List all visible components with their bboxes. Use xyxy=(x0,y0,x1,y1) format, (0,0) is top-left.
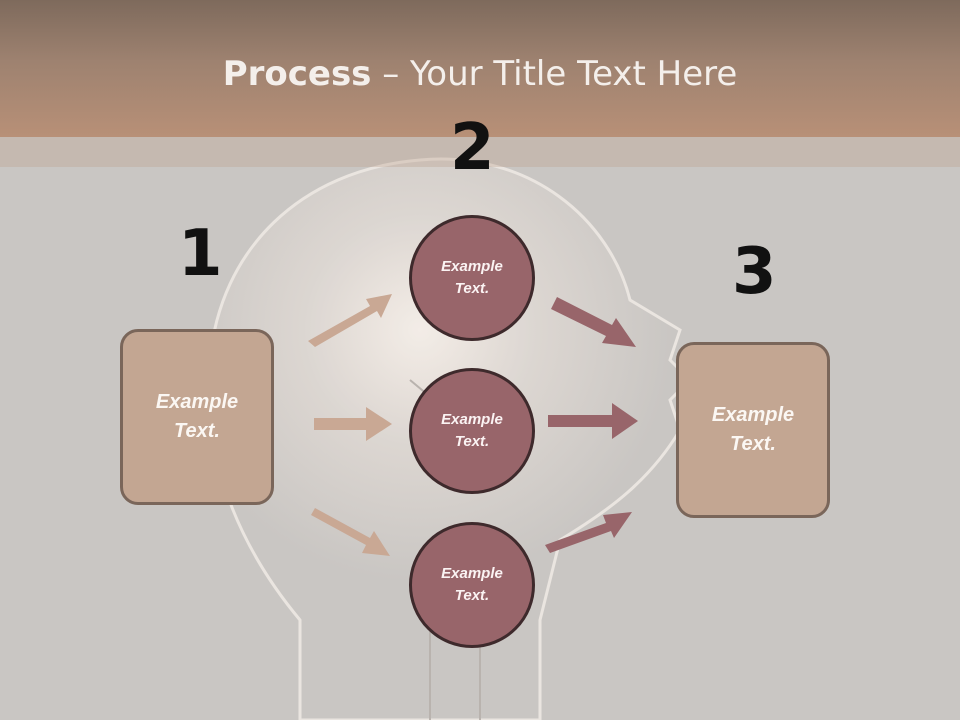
title-bar xyxy=(0,0,960,137)
step-number-3: 3 xyxy=(732,235,777,309)
process-circle-top: Example Text. xyxy=(409,215,535,341)
process-circle-bottom-text: Example Text. xyxy=(441,564,503,605)
title-bold: Process xyxy=(222,54,372,94)
arrow-left-to-bottom xyxy=(311,508,390,556)
arrow-middle-to-right xyxy=(548,403,638,439)
step-number-2: 2 xyxy=(450,111,495,185)
title-rest: – Your Title Text Here xyxy=(371,54,738,94)
arrow-top-to-right xyxy=(551,297,636,347)
output-box-text: Example Text. xyxy=(711,404,795,455)
process-circle-middle: Example Text. xyxy=(409,368,535,494)
output-box: Example Text. xyxy=(676,342,830,518)
process-circle-top-text: Example Text. xyxy=(441,257,503,298)
slide-title: Process – Your Title Text Here xyxy=(0,54,960,94)
arrow-left-to-middle xyxy=(314,407,392,441)
input-box: Example Text. xyxy=(120,329,274,505)
process-circle-bottom: Example Text. xyxy=(409,522,535,648)
input-box-text: Example Text. xyxy=(155,391,239,442)
step-number-1: 1 xyxy=(178,217,223,291)
arrow-left-to-top xyxy=(308,294,392,347)
process-circle-middle-text: Example Text. xyxy=(441,410,503,451)
title-strip xyxy=(0,137,960,167)
arrow-bottom-to-right xyxy=(545,512,632,553)
